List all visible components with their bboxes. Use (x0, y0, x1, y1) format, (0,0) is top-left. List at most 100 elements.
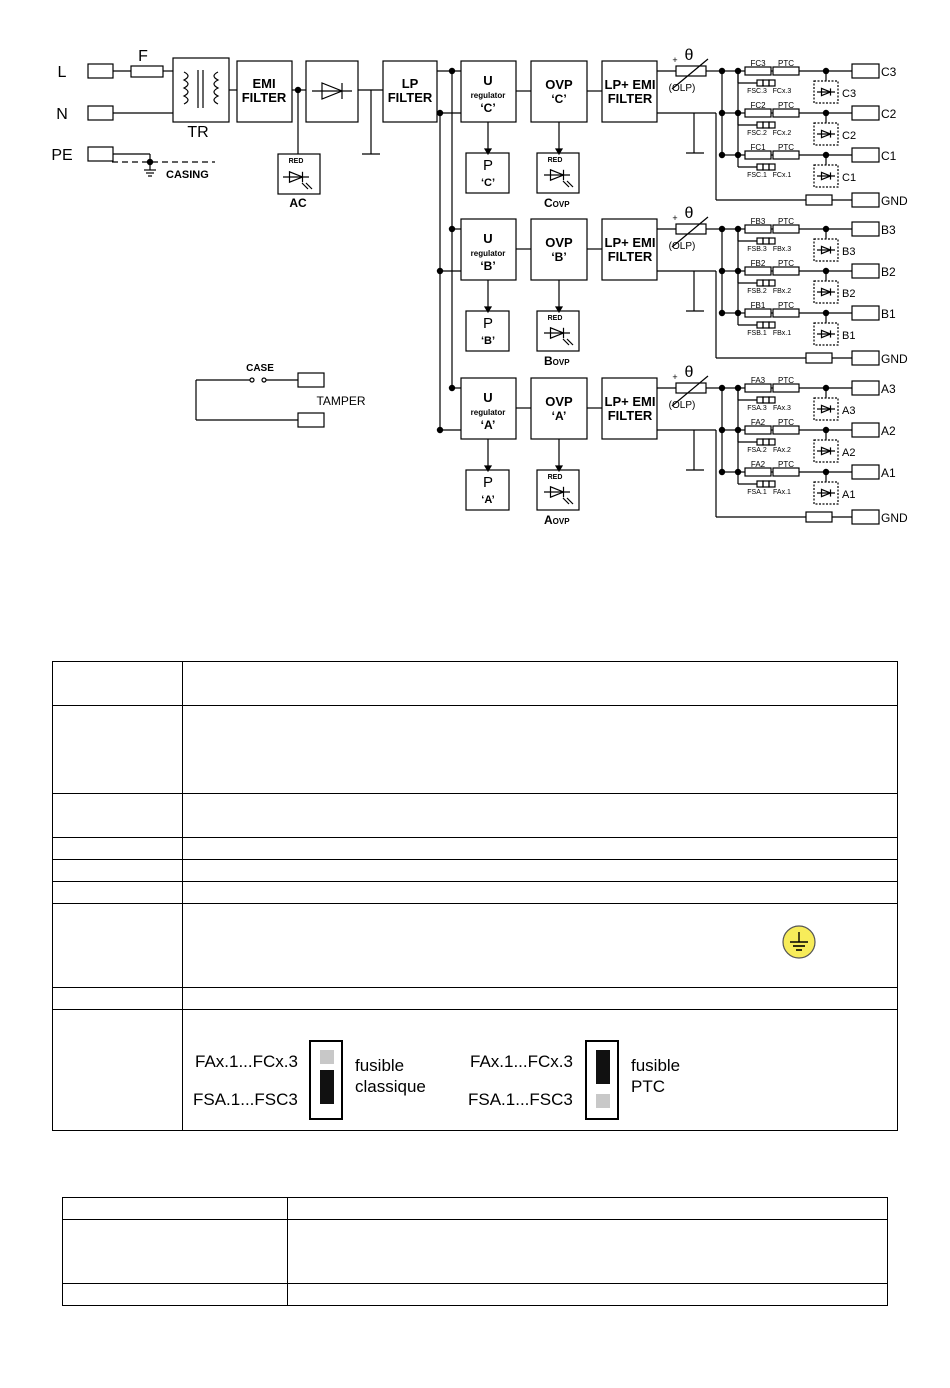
lp-emi-filter-label: LP+ EMI (605, 77, 656, 92)
output-led-box (813, 397, 839, 421)
ovp-led-label: BOVP (544, 354, 570, 368)
jumper-fs-label: FSB.3 (747, 246, 767, 253)
fuse-symbol (744, 383, 772, 393)
table-cell (52, 987, 183, 1010)
ovp-led-sublabel: OVP (553, 200, 571, 209)
ovp-led-sublabel: OVP (553, 517, 571, 526)
olp-label: (OLP) (669, 400, 696, 411)
fuse-label: FA2 (751, 418, 766, 427)
table-cell (52, 793, 183, 838)
output-led-label: C2 (842, 130, 856, 142)
power-indicator-label: ‘B’ (481, 335, 495, 347)
arrow-head (554, 306, 564, 314)
table-cell (287, 1219, 888, 1284)
fuse-symbol (744, 108, 772, 118)
table-cell (62, 1219, 288, 1284)
lp-filter-box (382, 60, 438, 123)
output-led-label: B3 (842, 246, 855, 258)
output-led-box (813, 122, 839, 146)
jumper-top-indicator (596, 1050, 610, 1084)
fuse-symbol (744, 224, 772, 234)
fuse-symbol (744, 308, 772, 318)
jumper-fs-label: FSA.1 (747, 489, 767, 496)
olp-slash (671, 58, 709, 90)
ovp-led-label: AOVP (544, 513, 570, 527)
jumper-top-indicator (320, 1050, 334, 1064)
jumper-fs-label: FSC.3 (747, 88, 767, 95)
jumper-pin (762, 237, 770, 245)
output-led-box (813, 238, 839, 262)
output-led-box (813, 322, 839, 346)
ptc-symbol (772, 425, 800, 435)
output-terminal (851, 221, 880, 237)
table-cell (52, 661, 183, 706)
output-led-icon (817, 329, 835, 339)
transformer-box (172, 57, 230, 123)
block-diagram: LNPEFTRCASINGEMIFILTERREDACLPFILTERUregu… (51, 47, 908, 527)
regulator-label: regulator (471, 408, 506, 417)
jumper-pin (762, 279, 770, 287)
output-led-box (813, 439, 839, 463)
emi-filter-box (236, 60, 293, 123)
table-cell (287, 1197, 888, 1220)
jumper-pin (768, 163, 776, 171)
ovp-led-icon (544, 326, 570, 340)
ovp-led-box (536, 469, 580, 511)
jumper-switch-classic (309, 1040, 343, 1120)
fuse-symbol (744, 266, 772, 276)
output-label-c2: C2 (881, 107, 897, 121)
ovp-label: ‘B’ (551, 250, 566, 264)
jumper-fs-label: FSB.1 (747, 330, 767, 337)
jumper-pin (762, 396, 770, 404)
emi-filter-label: EMI (252, 76, 275, 91)
jumper-pin (768, 396, 776, 404)
output-led-icon (817, 404, 835, 414)
ptc-symbol (772, 66, 800, 76)
output-terminal (851, 63, 880, 79)
ovp-label: OVP (545, 235, 573, 250)
ovp-label: OVP (545, 394, 573, 409)
table-cell (182, 705, 898, 794)
jumper-pin (762, 321, 770, 329)
output-led-label: C3 (842, 88, 856, 100)
secondary-table (62, 1197, 888, 1306)
jumper-pin (768, 79, 776, 87)
table-cell (52, 903, 183, 988)
regulator-label: U (483, 390, 492, 405)
output-terminal (851, 263, 880, 279)
jumper-pin (762, 121, 770, 129)
tamper-case-label: CASE (246, 363, 274, 374)
lp-emi-filter-label: LP+ EMI (605, 394, 656, 409)
table-cell (52, 859, 183, 882)
table-cell (182, 881, 898, 904)
jumper-fx-label: FAx.1 (773, 489, 791, 496)
table-cell (182, 987, 898, 1010)
output-led-box (813, 164, 839, 188)
rectifier-box (305, 60, 359, 123)
jumper-pin (762, 438, 770, 446)
jumper-fx-label: FCx.2 (773, 130, 792, 137)
jumper-pin (768, 121, 776, 129)
fuse-symbol (744, 150, 772, 160)
input-label-pe: PE (51, 147, 72, 164)
output-label-gnd: GND (881, 352, 908, 366)
regulator-label: ‘B’ (480, 259, 495, 273)
led-arrow (305, 182, 313, 190)
table-cell (52, 881, 183, 904)
table-cell (182, 859, 898, 882)
lp-emi-filter-box (601, 377, 658, 440)
jumper-pin (762, 480, 770, 488)
olp-theta-label: θ (685, 364, 694, 381)
ovp-led-icon (544, 168, 570, 182)
fuse-legend-left-desc1: fusible (355, 1056, 405, 1075)
ptc-symbol (772, 308, 800, 318)
jumper-fx-label: FBx.1 (773, 330, 791, 337)
table-cell (52, 1009, 183, 1131)
fuse-label: FC2 (750, 101, 766, 110)
led-arrow (562, 497, 570, 505)
output-label-b3: B3 (881, 223, 896, 237)
jumper-fx-label: FAx.2 (773, 447, 791, 454)
tamper-terminal (297, 372, 325, 388)
red-label: RED (289, 158, 304, 165)
